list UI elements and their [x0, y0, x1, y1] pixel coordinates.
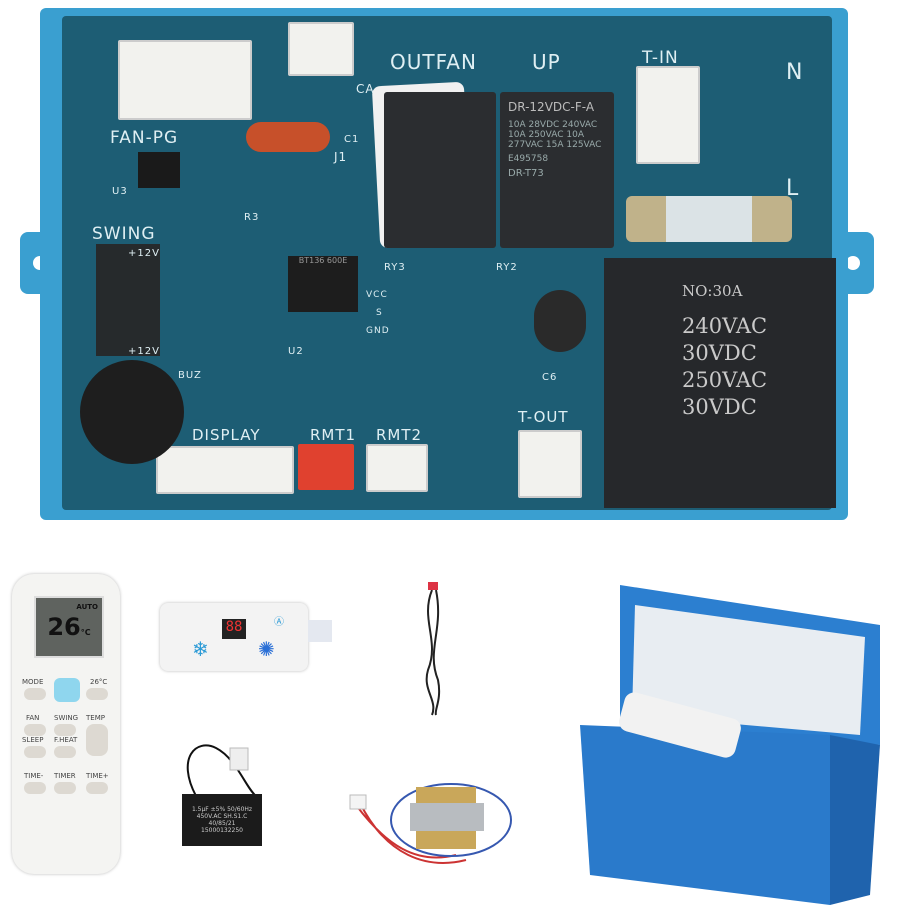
capacitor-leads: [186, 744, 257, 797]
cap-text: 450V.AC SH.S1.C: [196, 813, 248, 820]
label-fan-pg: FAN-PG: [110, 128, 179, 148]
label-mode: MODE: [22, 678, 44, 686]
label-26c: 26°C: [90, 678, 108, 686]
electrolytic-capacitor: [534, 290, 586, 352]
label-12v-bottom: +12V: [128, 346, 160, 357]
display-cable: [308, 620, 332, 642]
label-fan: FAN: [26, 714, 40, 722]
remote-lcd: 26°C AUTO: [34, 596, 104, 658]
26c-button[interactable]: [86, 688, 108, 700]
label-rmt1: RMT1: [310, 426, 357, 444]
relay-ratings: 10A 28VDC 240VAC 10A 250VAC 10A 277VAC 1…: [508, 120, 602, 150]
label-time-minus: TIME-: [24, 772, 44, 780]
regulator-u2: BT136 600E: [288, 256, 358, 312]
label-12v-top: +12V: [128, 248, 160, 259]
lcd-temperature: 26: [47, 613, 81, 641]
fuse: [626, 196, 792, 242]
timer-button[interactable]: [54, 782, 76, 794]
swing-button[interactable]: [54, 724, 76, 736]
sleep-button[interactable]: [24, 746, 46, 758]
label-j1: J1: [334, 150, 348, 164]
label-fheat: F.HEAT: [54, 736, 78, 744]
label-time-plus: TIME+: [86, 772, 109, 780]
relay-rating-line: 30VDC: [682, 395, 757, 419]
display-connector: [156, 446, 294, 494]
remote-control: 26°C AUTO MODE 26°C FAN SWING TEMP SLEEP…: [12, 574, 120, 874]
sun-icon: ✺: [258, 637, 275, 661]
label-c1: C1: [344, 134, 360, 145]
relay-model: DR-12VDC-F-A: [508, 100, 595, 114]
label-n: N: [786, 60, 804, 85]
swing-header: [96, 244, 160, 356]
relay-rating-line: 250VAC: [682, 368, 768, 392]
storage-box: [580, 585, 880, 905]
fheat-button[interactable]: [54, 746, 76, 758]
relay-cert: E495758: [508, 154, 549, 164]
buzzer: [80, 360, 184, 464]
rmt2-connector: [366, 444, 428, 492]
label-c6: C6: [542, 372, 558, 383]
label-gnd: GND: [366, 326, 390, 336]
temp-button[interactable]: [86, 724, 108, 756]
label-r3: R3: [244, 212, 260, 223]
label-ry3: RY3: [384, 262, 406, 273]
fan-button[interactable]: [24, 724, 46, 736]
label-ry2: RY2: [496, 262, 518, 273]
run-capacitor: 1.5µF ±5% 50/60Hz 450V.AC SH.S1.C 40/85/…: [182, 794, 262, 846]
relay-no-rating: NO:30A: [682, 282, 743, 300]
label-l: L: [786, 176, 800, 201]
capacitor-c1: [246, 122, 330, 152]
outfan-connector: [288, 22, 354, 76]
label-t-out: T-OUT: [518, 408, 569, 426]
label-swing: SWING: [54, 714, 79, 722]
lcd-mode: AUTO: [76, 603, 98, 611]
transformer: [349, 783, 512, 864]
relay-ry2: DR-12VDC-F-A 10A 28VDC 240VAC 10A 250VAC…: [500, 92, 614, 248]
time-plus-button[interactable]: [86, 782, 108, 794]
label-timer: TIMER: [54, 772, 76, 780]
label-t-in: T-IN: [642, 48, 679, 68]
snowflake-icon: ❄: [192, 637, 209, 661]
label-swing: SWING: [92, 224, 156, 244]
lcd-unit: °C: [80, 628, 91, 637]
chip-u3: [138, 152, 180, 188]
t-out-connector: [518, 430, 582, 498]
cap-text: 40/85/21: [208, 820, 236, 827]
label-u2: U2: [288, 346, 304, 357]
label-u3: U3: [112, 186, 128, 197]
label-ca: CA: [356, 82, 375, 96]
cap-text: 15000132250: [201, 827, 243, 834]
mode-button[interactable]: [24, 688, 46, 700]
relay-rating-line: 240VAC: [682, 314, 768, 338]
relay-ry3: [384, 92, 496, 248]
power-button[interactable]: [54, 678, 80, 702]
cap-text: 1.5µF ±5% 50/60Hz: [191, 806, 253, 813]
led-digits: 88: [222, 619, 246, 639]
rmt1-connector: [298, 444, 354, 490]
relay-series: DR-T73: [508, 168, 544, 179]
label-buz: BUZ: [178, 370, 202, 381]
label-display: DISPLAY: [192, 426, 261, 444]
label-outfan: OUTFAN: [390, 50, 477, 74]
label-rmt2: RMT2: [376, 426, 423, 444]
display-panel: 88 ❄ ✺ Ⓐ: [160, 603, 308, 671]
auto-icon: Ⓐ: [274, 617, 284, 628]
label-sleep: SLEEP: [22, 736, 44, 744]
label-up: UP: [532, 50, 561, 74]
fan-connector: [118, 40, 252, 120]
t-in-connector: [636, 66, 700, 164]
relay-rating-line: 30VDC: [682, 341, 757, 365]
label-s: S: [376, 308, 383, 318]
temperature-sensor: [425, 582, 441, 716]
label-vcc: VCC: [366, 290, 388, 300]
label-temp: TEMP: [86, 714, 105, 722]
power-relay: NO:30A 240VAC 30VDC 250VAC 30VDC: [604, 258, 836, 508]
time-minus-button[interactable]: [24, 782, 46, 794]
